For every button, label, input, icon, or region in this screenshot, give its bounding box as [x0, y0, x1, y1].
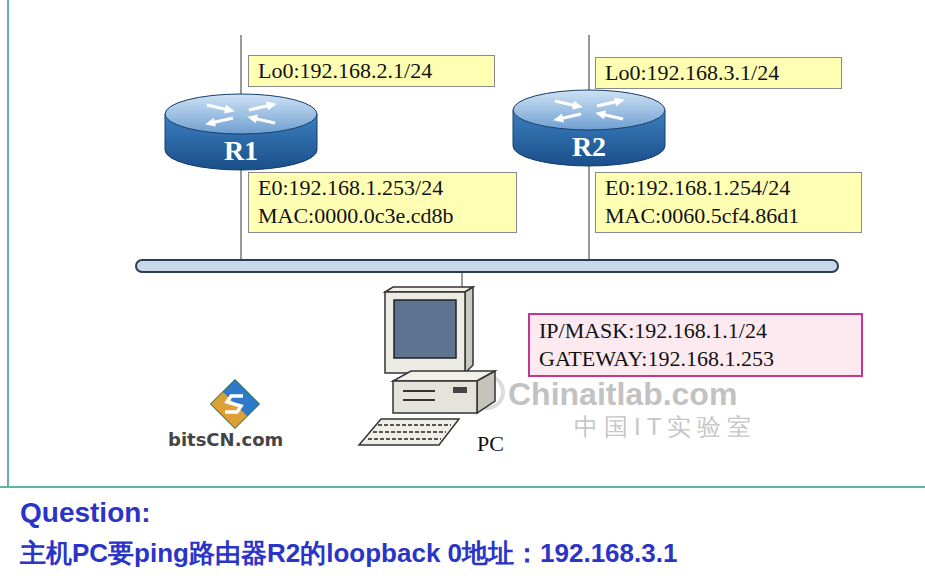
frame-line [0, 486, 925, 488]
node-text: IP/MASK:192.168.1.1/24 [539, 317, 767, 345]
monitor-side [465, 287, 473, 373]
node-text: E0:192.168.1.253/24 [258, 174, 443, 202]
node-text: Lo0:192.168.3.1/24 [605, 59, 779, 87]
watermark: 中国IT实验室 [574, 411, 757, 443]
loopback-label: Lo0:192.168.2.1/24 [248, 55, 495, 87]
node-text: GATEWAY:192.168.1.253 [539, 345, 774, 373]
case-side [477, 371, 495, 413]
node-text: R2 [572, 131, 606, 163]
monitor-screen [394, 300, 456, 358]
bitscn-logo [211, 380, 259, 428]
ethernet-bus [136, 260, 838, 272]
router-arrowhead [614, 98, 625, 107]
monitor-case [385, 292, 465, 373]
router-arrowhead [595, 111, 606, 120]
node-text: E0:192.168.1.254/24 [605, 174, 790, 202]
keyboard [359, 419, 459, 445]
interface-label: E0:192.168.1.254/24MAC:0060.5cf4.86d1 [595, 172, 862, 233]
node-text: Lo0:192.168.2.1/24 [258, 57, 432, 85]
router-top [513, 90, 665, 130]
node-text: R1 [224, 135, 258, 167]
case-button [453, 387, 467, 393]
pc-icon: PC [355, 285, 505, 457]
drive-slot [403, 399, 435, 401]
logo-diamond [211, 380, 259, 428]
frame-line [7, 0, 9, 487]
router-arrowhead [553, 114, 564, 123]
router-arrows [205, 102, 277, 127]
logo-part [211, 392, 247, 428]
router-arrowhead [205, 118, 216, 127]
interface-label: E0:192.168.1.253/24MAC:0000.0c3e.cd8b [248, 172, 517, 233]
drive-slot [403, 390, 435, 392]
loopback-label: Lo0:192.168.3.1/24 [595, 57, 842, 89]
router-top [165, 94, 317, 134]
logo-s [225, 396, 243, 412]
node-text: MAC:0060.5cf4.86d1 [605, 202, 799, 230]
router-icon: R1 [163, 92, 319, 174]
case-front [393, 381, 477, 413]
router-arrowhead [266, 102, 277, 111]
node-text: MAC:0000.0c3e.cd8b [258, 202, 454, 230]
router-arrows [553, 98, 625, 123]
router-arrowhead [247, 115, 258, 124]
router-icon: R2 [511, 88, 667, 170]
node-text: PC [477, 431, 504, 457]
router-arrowhead [572, 101, 583, 110]
keyboard-keys [373, 431, 446, 433]
question-text: 主机PC要ping路由器R2的loopback 0地址：192.168.3.1 [20, 536, 677, 571]
logo-text: bitsCN.com [168, 429, 283, 450]
watermark: Chinaitlab.com [508, 376, 737, 413]
question-heading: Question: [20, 497, 151, 529]
router-arrowhead [224, 105, 235, 114]
keyboard-keys [368, 438, 441, 440]
host-info-box: IP/MASK:192.168.1.1/24GATEWAY:192.168.1.… [528, 313, 863, 377]
keyboard-keys [378, 424, 451, 426]
